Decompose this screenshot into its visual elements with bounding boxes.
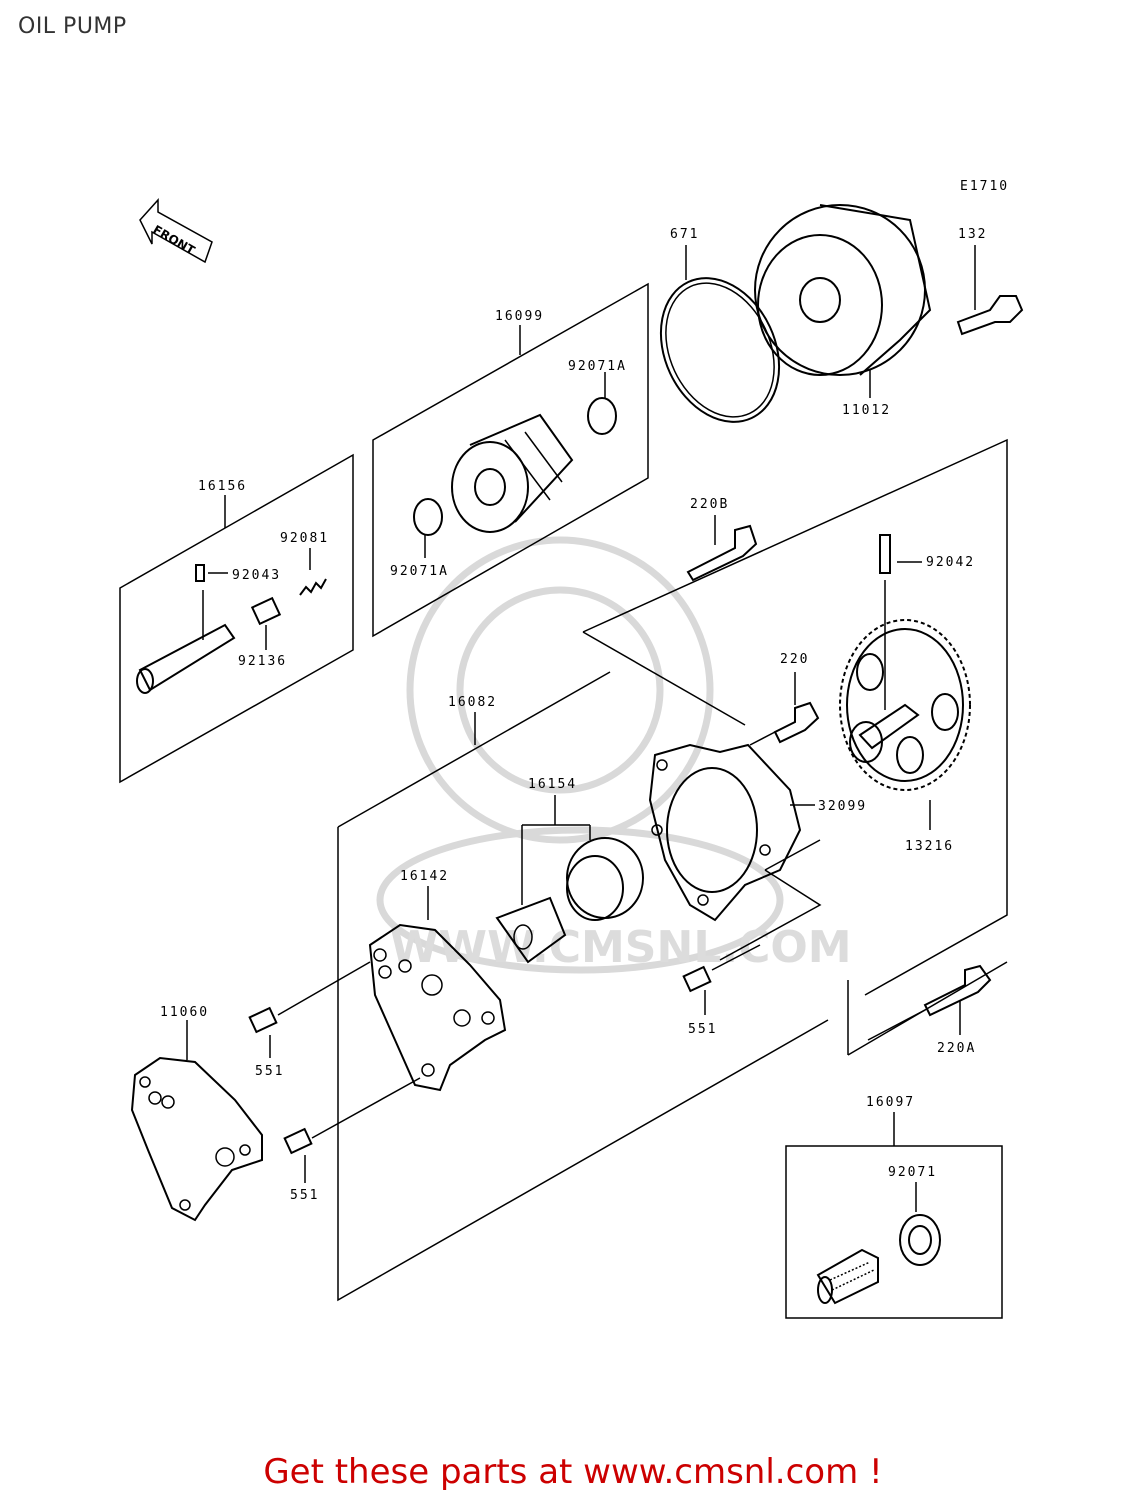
diagram-code: E1710	[960, 179, 1009, 194]
bolt-220B: 220B	[686, 497, 758, 582]
bolt-220: 220	[749, 652, 820, 746]
bolt-132: 132	[956, 227, 1024, 336]
label-92042: 92042	[926, 555, 975, 570]
label-16142: 16142	[400, 869, 449, 884]
watermark-text: WWW.CMSNL.COM	[390, 922, 852, 973]
label-13216: 13216	[905, 839, 954, 854]
label-16097: 16097	[866, 1095, 915, 1110]
gasket-11060: 11060	[130, 1005, 263, 1222]
gear-13216: 13216	[839, 619, 971, 854]
group-16099: 16099 92071A 92071A	[372, 282, 649, 638]
label-551-bottom: 551	[290, 1188, 319, 1203]
dowel-pin-551-left: 551	[248, 961, 371, 1079]
pump-body-32099: 32099	[648, 743, 867, 922]
dowel-pin-551-right: 551	[682, 944, 761, 1037]
label-671: 671	[670, 227, 699, 242]
front-arrow-icon: FRONT	[139, 198, 213, 264]
front-label: FRONT	[151, 222, 198, 257]
o-ring-671: 671	[659, 227, 781, 423]
label-92071A-bottom: 92071A	[390, 564, 449, 579]
label-92071A-top: 92071A	[568, 359, 627, 374]
label-11060: 11060	[160, 1005, 209, 1020]
label-220A: 220A	[937, 1041, 976, 1056]
label-16156: 16156	[198, 479, 247, 494]
footer-promo: Get these parts at www.cmsnl.com !	[263, 1452, 883, 1492]
group-16097: 16097 92071	[785, 1095, 1003, 1319]
rotor-set-16154: 16154	[495, 777, 644, 964]
label-32099: 32099	[818, 799, 867, 814]
label-92071: 92071	[888, 1165, 937, 1180]
label-16154: 16154	[528, 777, 577, 792]
label-132: 132	[958, 227, 987, 242]
label-16082: 16082	[448, 695, 497, 710]
label-11012: 11012	[842, 403, 891, 418]
pump-cover-11012: 11012	[754, 204, 932, 418]
label-92043: 92043	[232, 568, 281, 583]
label-551-right: 551	[688, 1022, 717, 1037]
group-16156: 16156 92043 92081 92136	[119, 453, 354, 784]
page-title: OIL PUMP	[18, 14, 127, 39]
bolt-220A: 220A	[867, 964, 992, 1056]
label-551-left: 551	[255, 1064, 284, 1079]
label-92136: 92136	[238, 654, 287, 669]
label-220B: 220B	[690, 497, 729, 512]
pin-92042: 92042	[879, 534, 975, 710]
label-92081: 92081	[280, 531, 329, 546]
dowel-pin-551-bottom: 551	[283, 1077, 421, 1203]
plate-16142: 16142	[368, 869, 507, 1092]
label-220: 220	[780, 652, 809, 667]
label-16099: 16099	[495, 309, 544, 324]
